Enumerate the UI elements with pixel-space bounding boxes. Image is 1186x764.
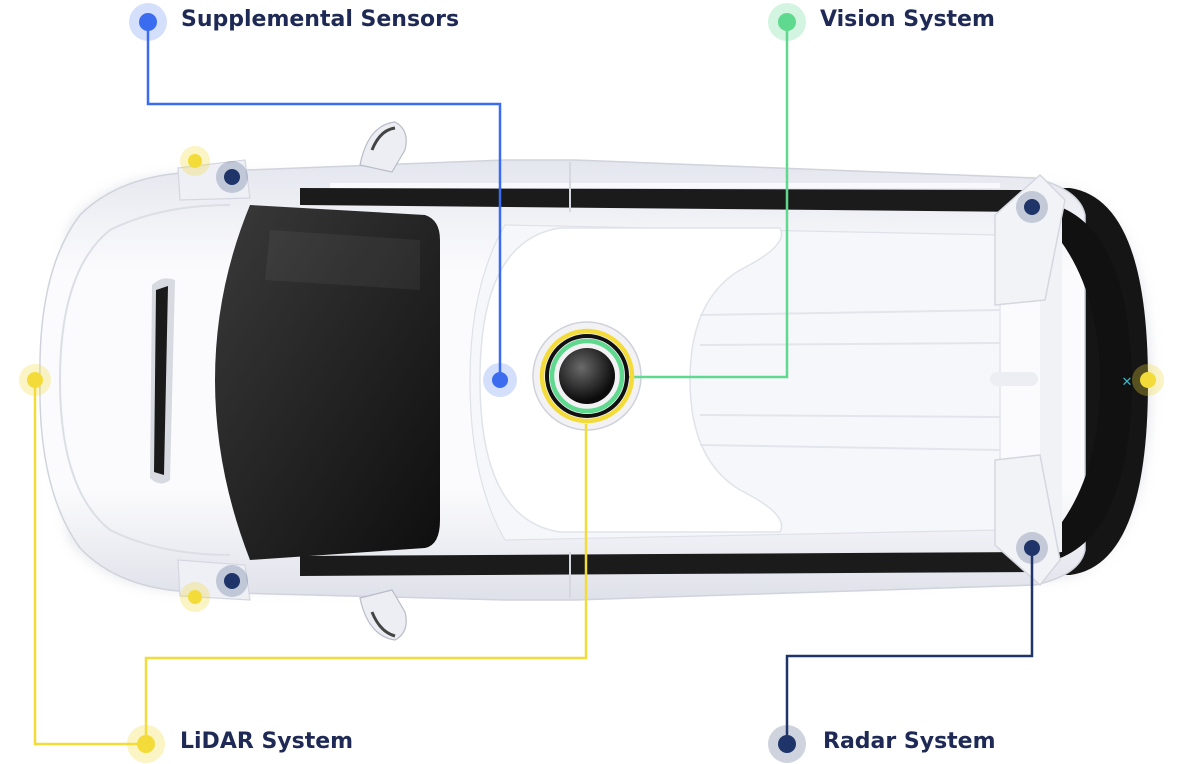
vision-ring: [549, 338, 625, 414]
radar-front-right-marker-icon: [216, 565, 248, 597]
lidar-system-connector-hood: [33, 382, 146, 746]
vision-system-connector: [628, 22, 789, 379]
left-mirror: [359, 121, 407, 173]
rear-left-sensor-pod: [994, 173, 1066, 306]
radar-system-connector: [785, 548, 1034, 744]
lidar-system-marker-icon: [127, 725, 165, 763]
lidar-ring: [539, 328, 635, 424]
vehicle-top-view: ✕: [39, 121, 1150, 641]
radar-front-left-marker-icon: [216, 161, 248, 193]
supplemental-sensors-marker-icon: [129, 3, 167, 41]
lidar-hood-marker-icon: [19, 364, 51, 396]
radar-system-marker-icon: [768, 725, 806, 763]
lidar-dome: [559, 348, 615, 404]
front-right-sensor-pod: [177, 559, 251, 601]
supplemental-sensors-connector: [146, 22, 502, 380]
radar-rear-right-marker-icon: [1016, 532, 1048, 564]
rear-right-sensor-pod: [994, 454, 1061, 587]
vision-system-label: Vision System: [820, 7, 995, 32]
radar-system-label: Radar System: [823, 729, 996, 754]
lidar-front-left-marker-icon: [180, 146, 210, 176]
radar-rear-left-marker-icon: [1016, 191, 1048, 223]
connector-lines: [33, 22, 1034, 746]
windshield: [215, 205, 440, 560]
vision-system-marker-icon: [768, 3, 806, 41]
brand-logo-icon: ✕: [1122, 375, 1133, 390]
lidar-front-right-marker-icon: [180, 582, 210, 612]
lidar-rear-marker-icon: [1132, 364, 1164, 396]
lidar-system-connector-roof: [144, 424, 588, 744]
supplemental-sensors-label: Supplemental Sensors: [181, 7, 460, 32]
sensor-markers: [19, 3, 1164, 763]
lidar-system-label: LiDAR System: [180, 729, 354, 754]
right-mirror: [359, 589, 407, 641]
supplemental-sensor-roof-marker-icon: [483, 363, 517, 397]
